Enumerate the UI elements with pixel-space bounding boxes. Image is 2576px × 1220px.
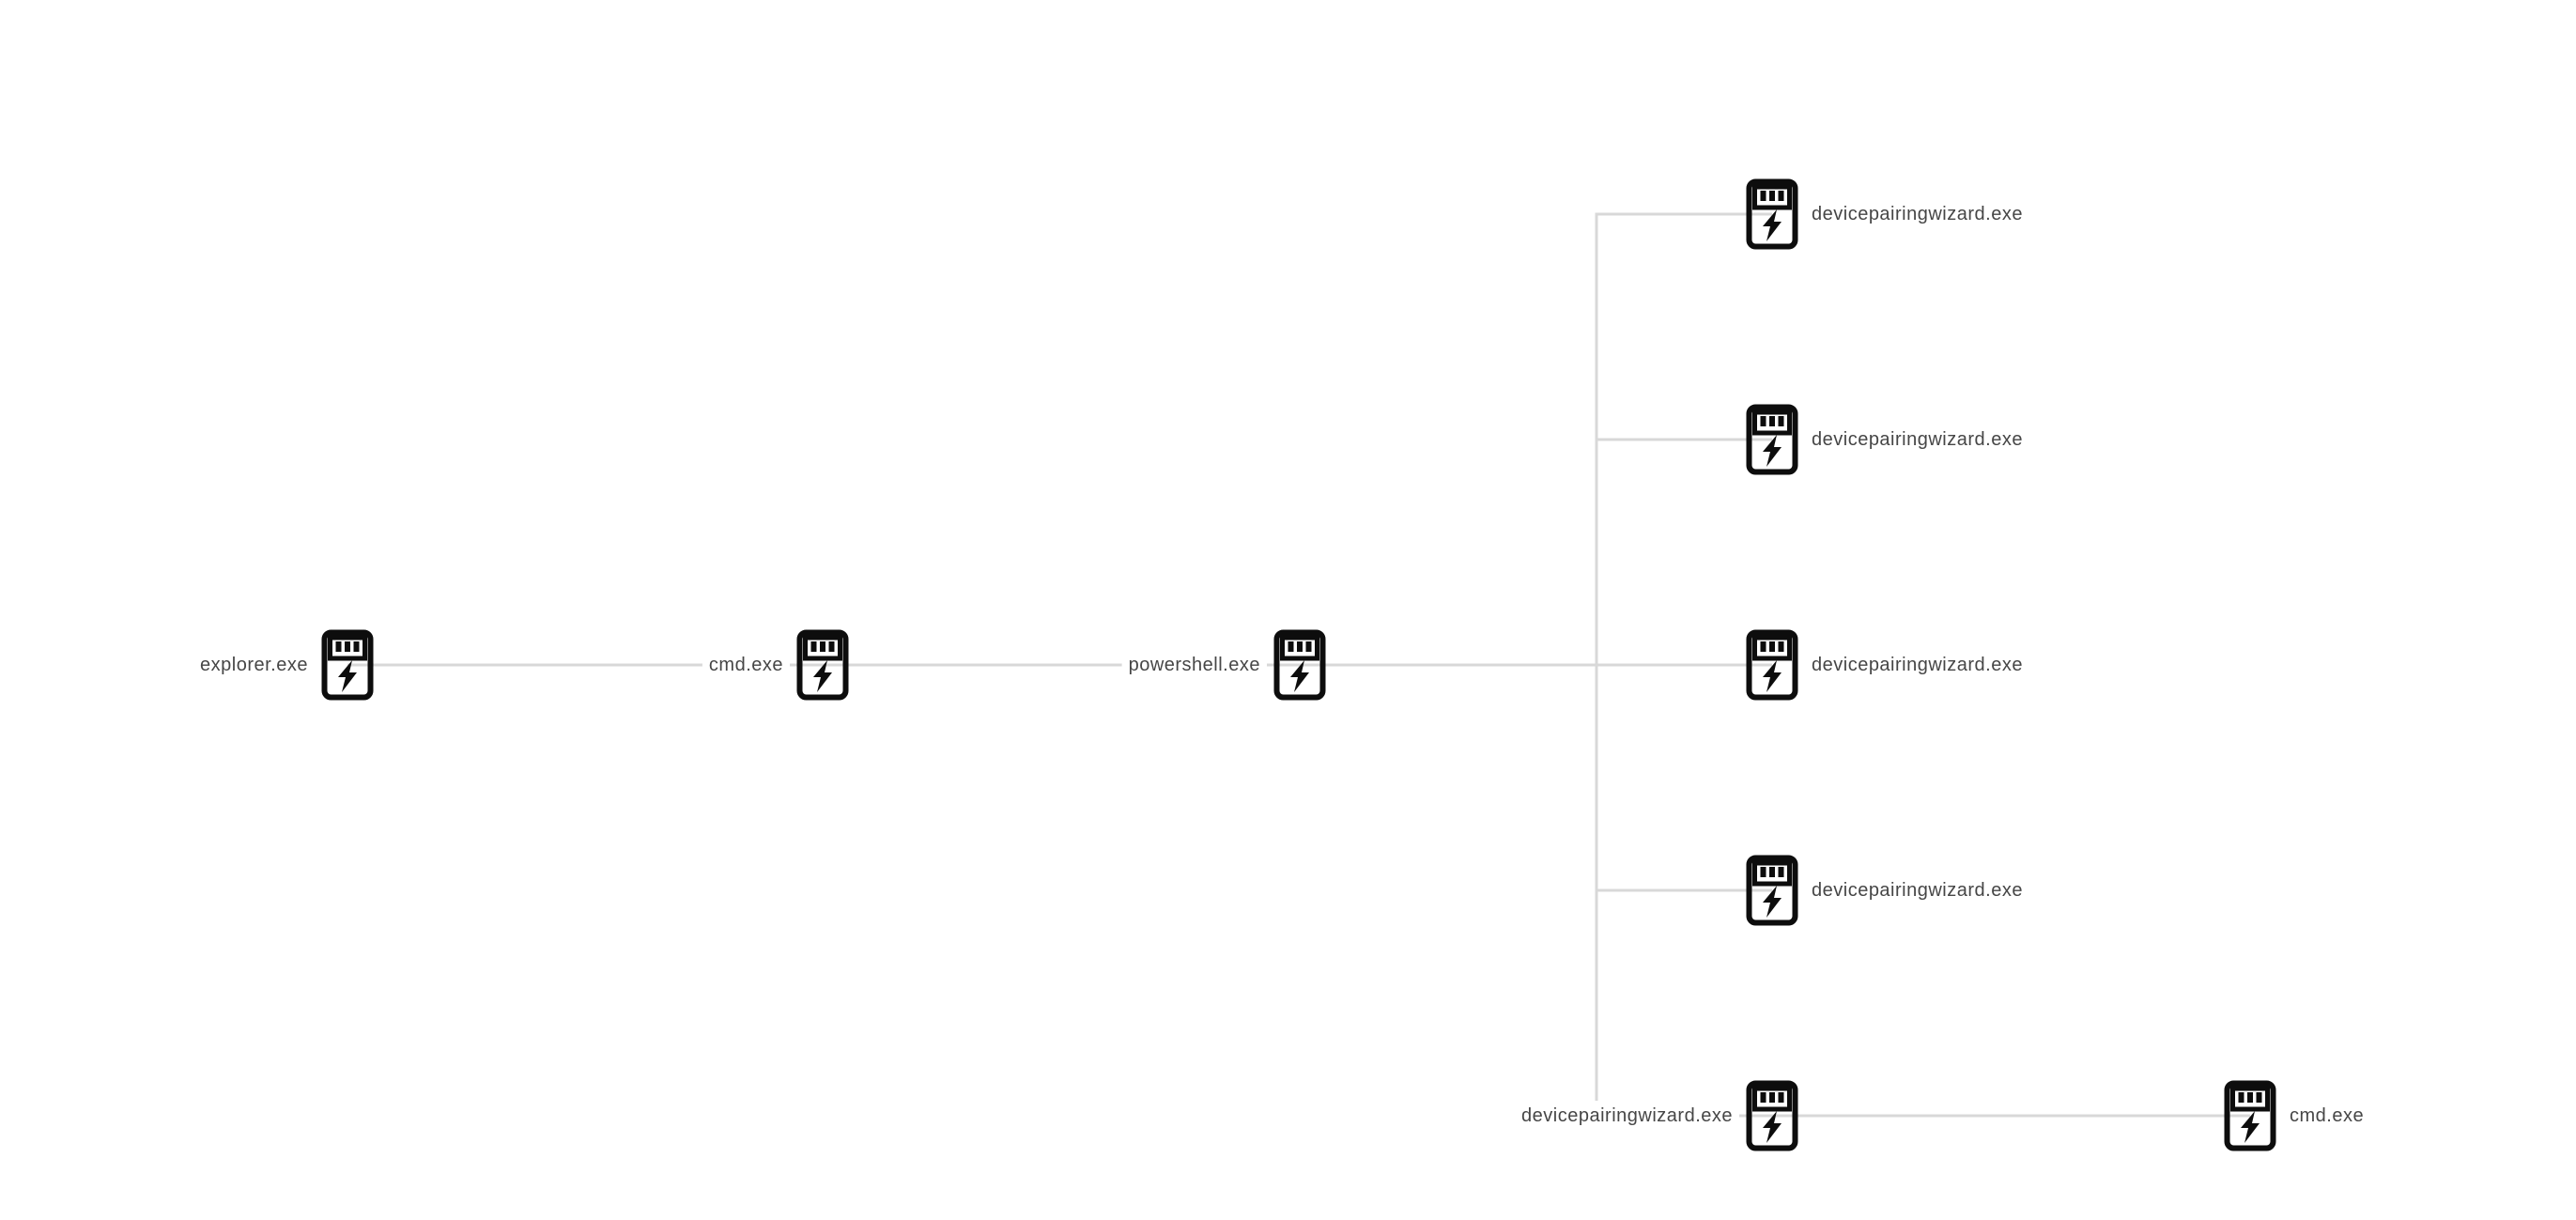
process-label-bg — [1121, 650, 1267, 680]
process-label[interactable]: devicepairingwizard.exe — [1812, 204, 2023, 224]
process-node-explorer[interactable]: explorer.exe — [193, 633, 370, 698]
process-label-bg — [1515, 1101, 1739, 1131]
process-label-bg — [2283, 1101, 2371, 1131]
process-edge — [1300, 663, 1772, 892]
process-label[interactable]: cmd.exe — [2290, 1105, 2364, 1126]
process-node-dpw2[interactable]: devicepairingwizard.exe — [1750, 408, 2029, 472]
process-node-dpw4[interactable]: devicepairingwizard.exe — [1750, 858, 2029, 923]
nodes-layer: explorer.exe cmd.exe powershell.exe devicep… — [193, 182, 2371, 1149]
process-label-bg — [1805, 199, 2029, 229]
process-label[interactable]: devicepairingwizard.exe — [1812, 429, 2023, 450]
process-label-bg — [1805, 650, 2029, 680]
process-node-dpw1[interactable]: devicepairingwizard.exe — [1750, 182, 2029, 247]
edges-layer — [347, 212, 2250, 1118]
process-node-dpw3[interactable]: devicepairingwizard.exe — [1750, 633, 2029, 698]
process-label[interactable]: explorer.exe — [200, 655, 308, 675]
process-edge — [1300, 438, 1772, 667]
process-node-dpw5[interactable]: devicepairingwizard.exe — [1515, 1084, 1795, 1149]
process-label-bg — [702, 650, 790, 680]
process-node-cmd2[interactable]: cmd.exe — [2228, 1084, 2371, 1149]
process-label[interactable]: devicepairingwizard.exe — [1812, 880, 2023, 901]
process-label[interactable]: devicepairingwizard.exe — [1521, 1105, 1733, 1126]
process-label-bg — [1805, 425, 2029, 455]
process-node-cmd1[interactable]: cmd.exe — [702, 633, 846, 698]
process-label[interactable]: devicepairingwizard.exe — [1812, 655, 2023, 675]
process-label-bg — [193, 650, 315, 680]
process-label[interactable]: powershell.exe — [1129, 655, 1260, 675]
process-label[interactable]: cmd.exe — [709, 655, 783, 675]
process-label-bg — [1805, 875, 2029, 905]
process-node-powershell[interactable]: powershell.exe — [1121, 633, 1323, 698]
